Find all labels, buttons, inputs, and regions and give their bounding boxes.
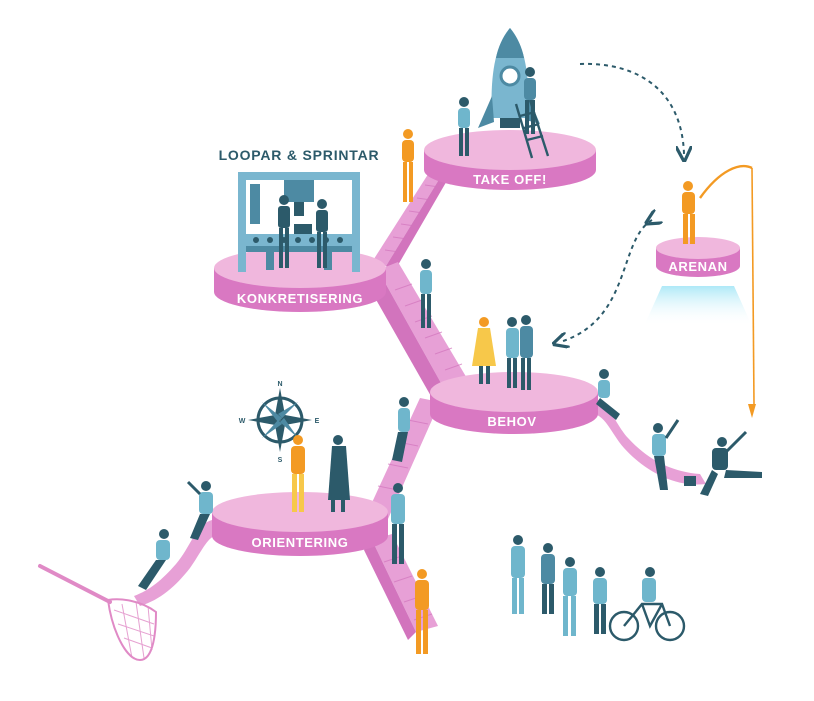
platform-behov: BEHOV: [430, 372, 598, 434]
people-group: [138, 67, 762, 654]
stairs-upper-side: [386, 168, 452, 272]
platform-arenan: ARENAN: [644, 237, 752, 326]
label-konkretisering: KONKRETISERING: [237, 291, 363, 306]
stairs-bottom-side: [364, 540, 416, 640]
person-orientering-dark: [328, 435, 350, 512]
person-sliding-left: [138, 529, 170, 590]
people-crowd: [511, 535, 656, 636]
catch-net-icon: [38, 564, 158, 662]
platform-takeoff: TAKE OFF!: [424, 130, 596, 190]
label-takeoff: TAKE OFF!: [473, 172, 547, 187]
label-behov: BEHOV: [487, 414, 536, 429]
person-ladder: [524, 67, 536, 134]
label-arenan: ARENAN: [668, 259, 727, 274]
person-stairs-lower: [392, 397, 410, 462]
factory-machine-icon: [238, 172, 360, 272]
stairs-middle-side: [366, 270, 446, 398]
stairs-upper: [372, 168, 446, 266]
platform-konkretisering: KONKRETISERING: [214, 248, 386, 312]
person-stairs-middle: [420, 259, 432, 328]
title-loopar-sprintar: LOOPAR & SPRINTAR: [219, 147, 380, 163]
person-rocket-woman: [458, 97, 470, 156]
person-fisher: [682, 181, 695, 244]
compass-w: W: [239, 418, 246, 425]
person-jumping-left: [186, 480, 213, 540]
person-slide-jumping: [652, 419, 680, 490]
stairs-lower: [364, 398, 440, 528]
rocket-icon: [478, 28, 540, 128]
slide-orientering: [134, 520, 214, 606]
person-slide-sitting: [596, 369, 620, 420]
compass-e: E: [315, 418, 320, 425]
arrow-arena-behov: [560, 220, 652, 342]
label-orientering: ORIENTERING: [252, 535, 349, 550]
person-behov-yellow: [472, 317, 496, 384]
compass-s: S: [278, 457, 283, 464]
compass-n: N: [277, 381, 282, 388]
compass-icon: N E S W: [239, 381, 320, 464]
bicycle-icon: [608, 602, 686, 642]
person-behov-pair: [506, 315, 533, 390]
person-orange-top: [402, 129, 414, 202]
person-businessman: [684, 430, 762, 496]
person-orientering-yellow: [291, 435, 305, 512]
fishing-rod-icon: [699, 164, 756, 418]
person-orange-bottom: [415, 569, 429, 654]
person-stairs-standing: [391, 483, 405, 564]
arrow-rocket-to-arena: [579, 62, 684, 154]
